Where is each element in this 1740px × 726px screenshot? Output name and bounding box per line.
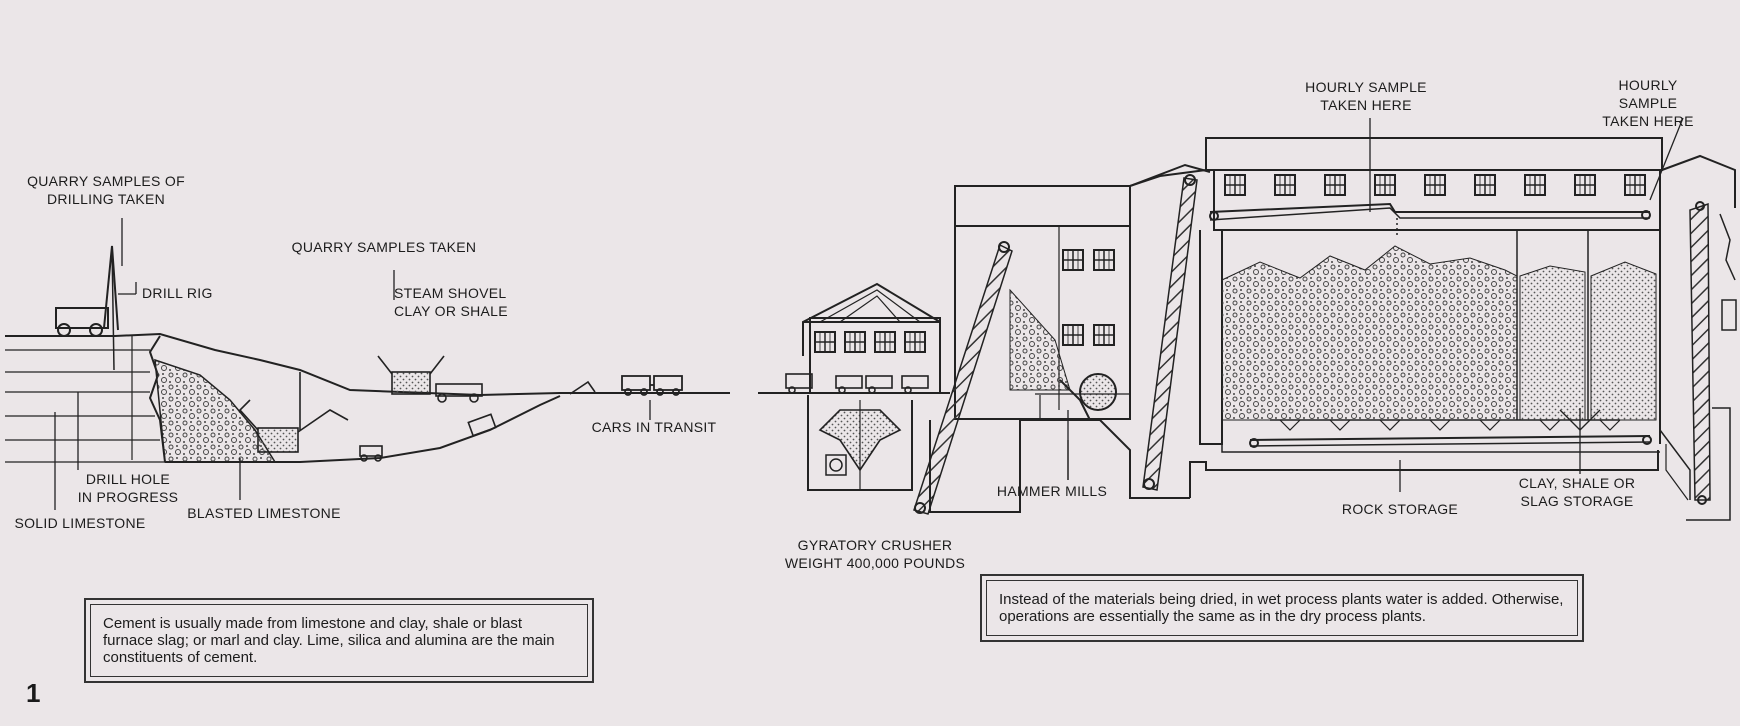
- label-gyratory-crusher: GYRATORY CRUSHER WEIGHT 400,000 POUNDS: [784, 537, 966, 571]
- label-drill-rig: DRILL RIG: [142, 285, 213, 301]
- cement-note-box: Cement is usually made from limestone an…: [84, 598, 594, 683]
- hammer-mill-building: [913, 163, 1211, 515]
- quarry-section: [5, 218, 730, 510]
- label-cars-in-transit: CARS IN TRANSIT: [591, 419, 717, 435]
- label-hourly-sample-1: HOURLY SAMPLE TAKEN HERE: [1305, 79, 1427, 113]
- storage-building: [1067, 117, 1737, 521]
- label-blasted-limestone: BLASTED LIMESTONE: [187, 505, 341, 521]
- label-hammer-mills: HAMMER MILLS: [996, 483, 1108, 499]
- label-steam-shovel: STEAM SHOVEL CLAY OR SHALE: [394, 285, 508, 319]
- label-rock-storage: ROCK STORAGE: [1341, 501, 1459, 517]
- wet-process-note-box: Instead of the materials being dried, in…: [980, 574, 1584, 642]
- label-clay-shale-slag: CLAY, SHALE OR SLAG STORAGE: [1518, 475, 1636, 509]
- label-solid-limestone: SOLID LIMESTONE: [14, 515, 146, 531]
- label-drill-hole: DRILL HOLE IN PROGRESS: [77, 471, 179, 505]
- page-number: 1: [26, 678, 41, 708]
- cement-note-text: Cement is usually made from limestone an…: [90, 604, 588, 677]
- label-hourly-sample-2: HOURLY SAMPLE TAKEN HERE: [1602, 77, 1694, 129]
- label-quarry-samples-drilling: QUARRY SAMPLES OF DRILLING TAKEN: [27, 173, 185, 207]
- wet-process-note-text: Instead of the materials being dried, in…: [986, 580, 1578, 636]
- crusher-building: [758, 282, 950, 491]
- label-quarry-samples-taken: QUARRY SAMPLES TAKEN: [291, 239, 477, 255]
